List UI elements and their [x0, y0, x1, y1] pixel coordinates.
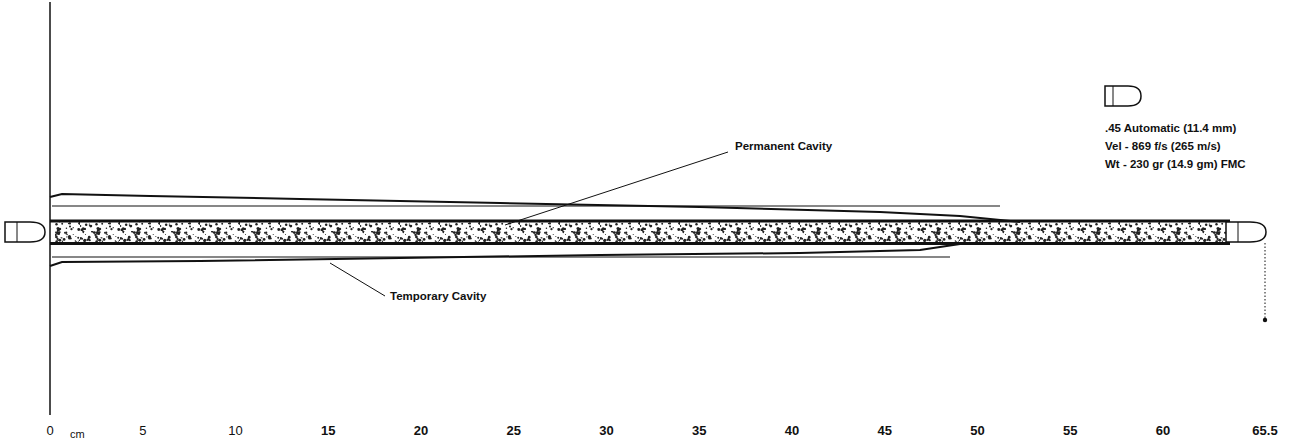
weight-note: Wt - 230 gr (14.9 gm) FMC — [1105, 158, 1246, 171]
depth-marker — [1263, 318, 1267, 322]
bullet-icon — [1238, 222, 1239, 242]
permanent-cavity-edge — [50, 220, 1230, 223]
callout-label: Temporary Cavity — [390, 290, 486, 303]
cartridge-name: .45 Automatic (11.4 mm) — [1105, 122, 1236, 135]
permanent-cavity-edge — [50, 242, 1230, 245]
bullet-icon — [1226, 222, 1266, 242]
temporary-cavity-outline — [50, 194, 1020, 222]
axis-tick-label: 40 — [785, 424, 799, 438]
bullet-icon — [17, 222, 18, 242]
axis-tick-label: 20 — [414, 424, 428, 438]
permanent-cavity-band — [55, 222, 1227, 243]
axis-tick-label: 15 — [321, 424, 335, 438]
axis-tick-label: 5 — [139, 424, 146, 438]
reference-line — [52, 256, 950, 257]
leader-line — [330, 263, 385, 296]
axis-tick-label: 65.5 — [1252, 424, 1277, 438]
temporary-cavity-outline — [50, 244, 960, 266]
axis-tick-label: 50 — [970, 424, 984, 438]
axis-tick-label: 0 — [46, 424, 53, 438]
axis-tick-label: 60 — [1156, 424, 1170, 438]
axis-unit: cm — [70, 428, 85, 440]
bullet-icon — [1113, 86, 1114, 106]
axis-tick-label: 45 — [877, 424, 891, 438]
axis-tick-label: 30 — [599, 424, 613, 438]
depth-marker — [1265, 243, 1266, 318]
bullet-icon — [1105, 86, 1141, 106]
velocity-note: Vel - 869 f/s (265 m/s) — [1105, 140, 1221, 153]
reference-line — [52, 205, 1000, 206]
callout-label: Permanent Cavity — [735, 140, 832, 153]
entry-line — [49, 2, 51, 415]
bullet-icon — [5, 222, 45, 242]
axis-tick-label: 25 — [507, 424, 521, 438]
leader-line — [505, 152, 728, 225]
axis-tick-label: 55 — [1063, 424, 1077, 438]
axis-tick-label: 35 — [692, 424, 706, 438]
axis-tick-label: 10 — [228, 424, 242, 438]
